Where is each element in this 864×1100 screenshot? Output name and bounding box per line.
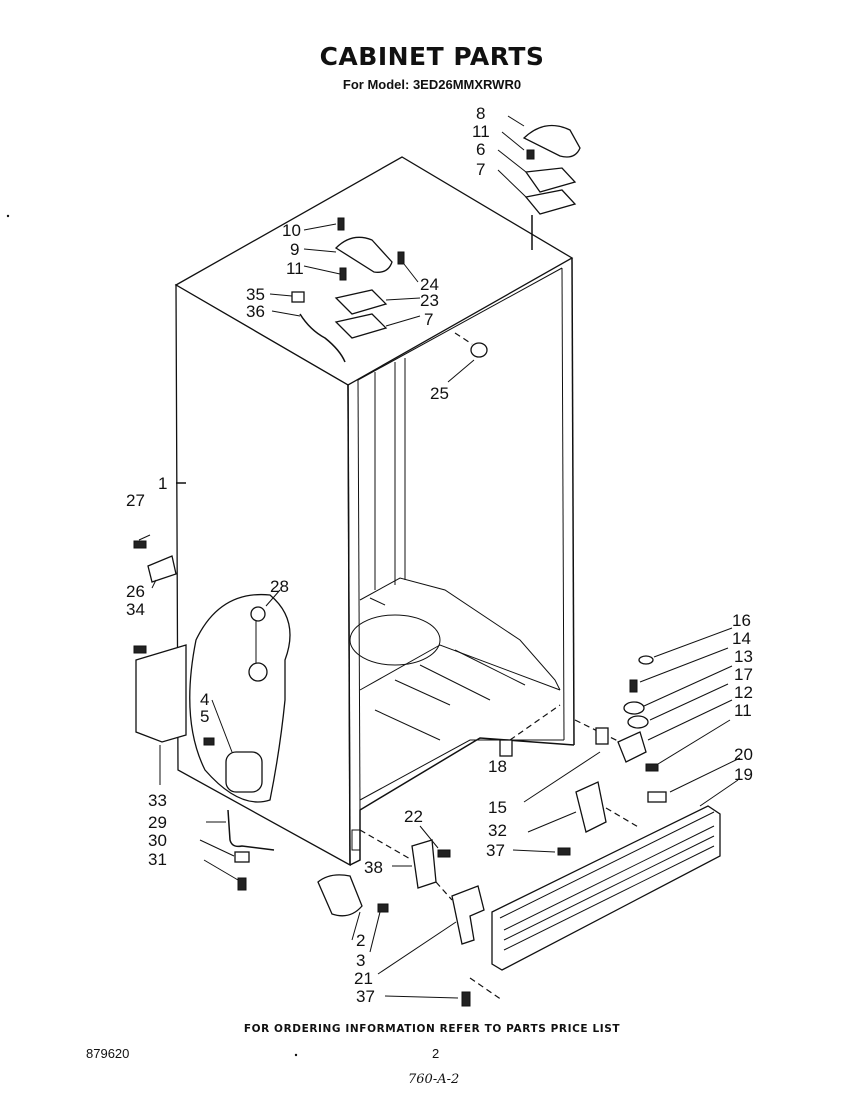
screw-part-37 <box>557 847 571 856</box>
screw-part-27 <box>133 540 147 549</box>
callout-30: 30 <box>148 831 167 850</box>
clip-part-30 <box>234 851 250 863</box>
ordering-note: FOR ORDERING INFORMATION REFER TO PARTS … <box>243 1023 621 1035</box>
callout-9: 9 <box>290 240 299 259</box>
page-number: 2 <box>432 1046 440 1061</box>
callout-20: 20 <box>734 745 753 764</box>
upper-right-hinge-assembly <box>497 115 581 250</box>
hinge-part-38 <box>411 839 437 889</box>
handwritten-note: 760-A-2 <box>408 1072 460 1087</box>
plate-part-18 <box>499 739 513 757</box>
plate-part-15 <box>595 727 609 745</box>
callout-28: 28 <box>270 577 289 596</box>
tube-part-29 <box>227 809 275 851</box>
callout-32: 32 <box>488 821 507 840</box>
bracket-part-33 <box>135 644 187 743</box>
shim-part-23 <box>334 289 388 315</box>
screw-part-10 <box>337 217 345 231</box>
callout-1: 1 <box>158 474 167 493</box>
wire-harness-part-36 <box>299 313 346 363</box>
roller-part-4 <box>225 751 263 793</box>
screw-part-11 <box>339 267 347 281</box>
callout-2: 2 <box>356 931 365 950</box>
lower-right-hinge-assembly <box>574 627 733 772</box>
hinge-part-21 <box>451 885 485 945</box>
callout-17: 17 <box>734 665 753 684</box>
washer-part-16 <box>638 655 654 665</box>
toe-grille-part-19 <box>491 757 741 971</box>
callout-5: 5 <box>200 707 209 726</box>
washer-part-17 <box>627 715 649 729</box>
callout-22: 22 <box>404 807 423 826</box>
callout-11: 11 <box>286 259 304 278</box>
document-number: 879620 <box>86 1046 130 1061</box>
hinge-part-7 <box>524 189 577 215</box>
bracket-part-32 <box>575 781 607 833</box>
callout-3: 3 <box>356 951 365 970</box>
callout-38: 38 <box>364 858 383 877</box>
callout-10: 10 <box>282 221 301 240</box>
callout-7: 7 <box>424 310 433 329</box>
callout-37: 37 <box>356 987 375 1006</box>
screw-part-37 <box>461 991 471 1007</box>
callout-15: 15 <box>488 798 507 817</box>
screw-part-11 <box>645 763 659 772</box>
screw-part-5 <box>203 737 215 746</box>
callout-26: 26 <box>126 582 145 601</box>
screw-part-22 <box>437 849 451 858</box>
screw-part-24 <box>397 251 405 265</box>
callout-4: 4 <box>200 690 209 709</box>
callout-37: 37 <box>486 841 505 860</box>
callout-7: 7 <box>476 160 485 179</box>
callout-27: 27 <box>126 491 145 510</box>
left-side-parts <box>133 482 187 785</box>
plug-part-25 <box>447 332 488 383</box>
grille-clip-part-20 <box>647 791 667 803</box>
page-title: CABINET PARTS <box>319 42 545 71</box>
callout-24: 24 <box>420 275 439 294</box>
callout-33: 33 <box>148 791 167 810</box>
callout-29: 29 <box>148 813 167 832</box>
callout-11: 11 <box>472 122 490 141</box>
callout-labels: 8 11 6 7 10 9 11 24 35 23 36 7 25 1 27 2… <box>126 104 753 1006</box>
screw-part-11 <box>526 149 535 160</box>
lower-left-tubing <box>199 809 275 891</box>
hinge-part-7 <box>334 313 388 339</box>
screw-part-34 <box>133 645 147 654</box>
callout-16: 16 <box>732 611 751 630</box>
adjusting-screw-part-28 <box>250 606 266 622</box>
callout-35: 35 <box>246 285 265 304</box>
callout-11: 11 <box>734 701 752 720</box>
roller-cutaway <box>189 589 291 803</box>
callout-23: 23 <box>420 291 439 310</box>
block-part-35 <box>291 291 305 303</box>
shim-part-6 <box>524 167 577 193</box>
callout-18: 18 <box>488 757 507 776</box>
callout-13: 13 <box>734 647 753 666</box>
screw-part-3 <box>377 903 389 913</box>
bracket-part-26 <box>147 555 177 583</box>
hinge-part-12 <box>617 731 647 763</box>
screw-part-31 <box>237 877 247 891</box>
callout-25: 25 <box>430 384 449 403</box>
hinge-cover-part-8 <box>522 124 581 158</box>
callout-8: 8 <box>476 104 485 123</box>
callout-21: 21 <box>354 969 373 988</box>
callout-36: 36 <box>246 302 265 321</box>
callout-14: 14 <box>732 629 751 648</box>
plates-18-15 <box>499 704 609 803</box>
model-subtitle: For Model: 3ED26MMXRWR0 <box>342 77 522 92</box>
callout-12: 12 <box>734 683 753 702</box>
callout-19: 19 <box>734 765 753 784</box>
callout-6: 6 <box>476 140 485 159</box>
lower-center-hinge-parts <box>317 825 571 1007</box>
hinge-cover-part-9 <box>334 236 393 273</box>
upper-left-hinge-assembly <box>269 217 421 363</box>
callout-34: 34 <box>126 600 145 619</box>
callout-31: 31 <box>148 850 167 869</box>
hinge-part-2 <box>317 874 363 917</box>
screw-part-14 <box>629 679 638 693</box>
washer-part-13 <box>623 701 645 715</box>
